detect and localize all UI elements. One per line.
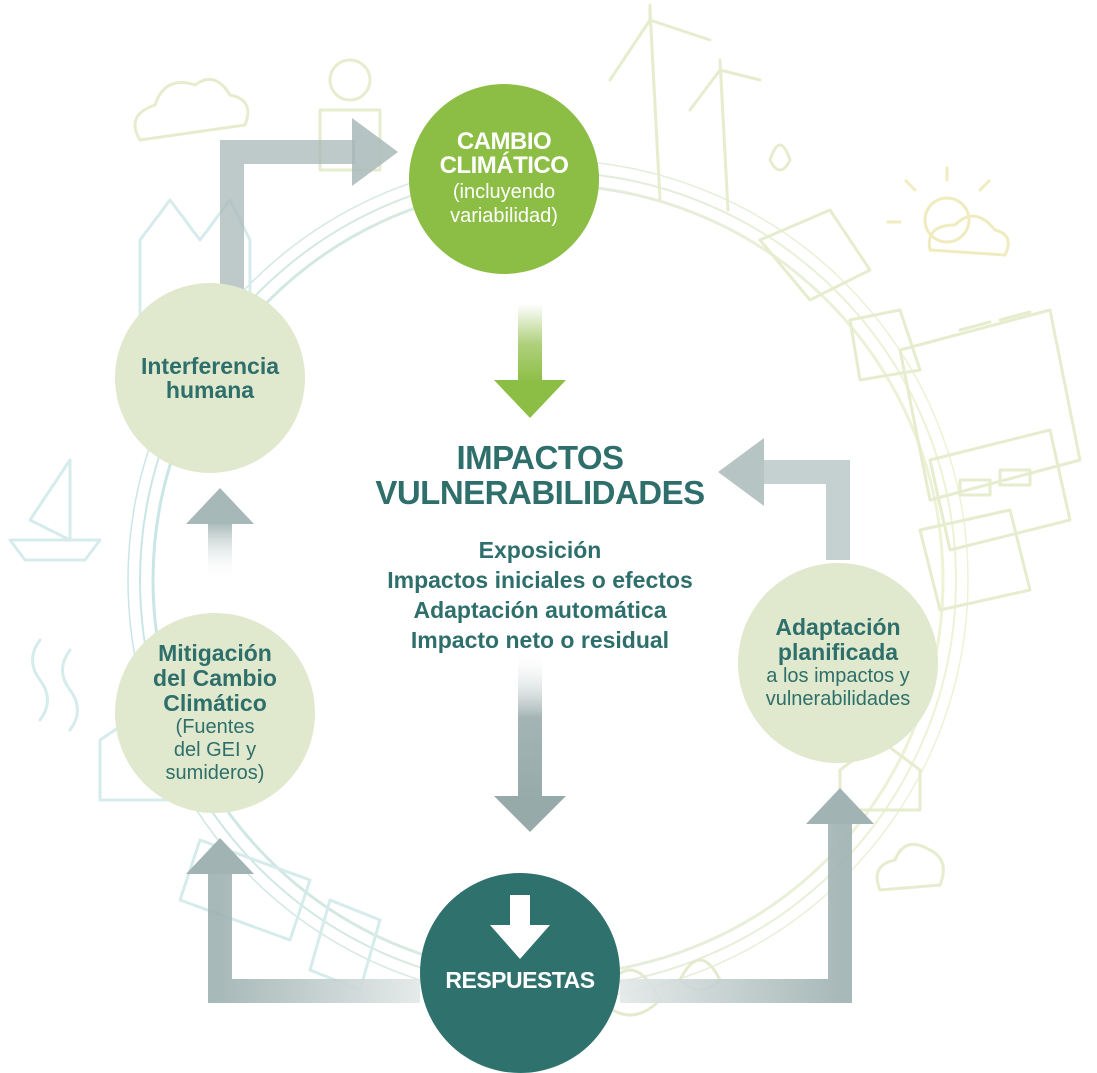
node-adaptacion-planificada: Adaptación planificada a los impactos y …: [738, 563, 938, 763]
center-list-item: Exposición: [478, 537, 602, 563]
bus-icon: [178, 838, 312, 942]
sun-icon: [886, 166, 991, 244]
wave-icon: [31, 638, 79, 732]
mitigacion-line1: Mitigación: [158, 640, 272, 666]
connector-adaptacion-to-impactos: [760, 460, 850, 560]
car-icon: [758, 208, 872, 302]
connector-interferencia-to-cambio: [220, 140, 355, 290]
mitigacion-line3: Climático: [163, 690, 267, 716]
cambio-subtitle-line2: variabilidad): [450, 205, 558, 227]
arrow-head-down-icon: [494, 380, 566, 418]
building-icon: [308, 898, 382, 992]
center-list-item: Impacto neto o residual: [410, 627, 670, 653]
center-list-item: Impactos iniciales o efectos: [387, 567, 693, 593]
building-icon: [898, 308, 1082, 502]
arrow-down-icon: [490, 895, 550, 959]
center-impactos-vulnerabilidades: IMPACTOS VULNERABILIDADES Exposición Imp…: [300, 440, 780, 655]
arrow-head-down-icon: [494, 796, 566, 832]
cloud-icon: [927, 214, 1010, 257]
wind-turbine-icon: [688, 58, 762, 212]
adaptacion-line1: Adaptación: [775, 614, 901, 640]
connector-mitigacion-to-interferencia: [208, 520, 232, 580]
sailboat-icon: [8, 458, 102, 562]
adaptacion-sub-line1: a los impactos y: [766, 665, 910, 687]
leaf-icon: [768, 143, 792, 172]
center-list-item: Adaptación automática: [413, 597, 667, 623]
mitigacion-sub-line1: (Fuentes: [175, 716, 255, 738]
connector-respuestas-to-mitigacion: [208, 870, 420, 1003]
building-icon: [928, 428, 1072, 552]
cloud-icon: [875, 842, 945, 892]
arrow-head-up-icon: [186, 838, 254, 874]
node-interferencia-humana: Interferencia humana: [115, 283, 305, 473]
center-title-line2: VULNERABILIDADES: [375, 474, 705, 511]
cambio-subtitle-line1: (incluyendo: [452, 181, 556, 203]
mitigacion-line2: del Cambio: [153, 665, 277, 691]
node-respuestas: RESPUESTAS: [420, 873, 620, 1073]
cloud-icon: [133, 77, 250, 142]
connector-cambio-to-impactos: [518, 304, 542, 384]
arrow-head-left-icon: [718, 438, 764, 506]
node-cambio-climatico: CAMBIO CLIMÁTICO (incluyendo variabilida…: [409, 84, 599, 274]
arrow-head-up-icon: [806, 788, 874, 824]
respuestas-label: RESPUESTAS: [445, 967, 595, 993]
mitigacion-sub-line2: del GEI y: [173, 739, 257, 761]
building-icon: [918, 508, 1032, 612]
mitigacion-sub-line3: sumideros): [165, 762, 265, 784]
node-mitigacion: Mitigación del Cambio Climático (Fuentes…: [115, 613, 315, 813]
arrow-head-right-icon: [352, 118, 398, 186]
connector-respuestas-to-adaptacion: [620, 820, 852, 1003]
adaptacion-sub-line2: vulnerabilidades: [765, 688, 911, 710]
connector-impactos-to-respuestas: [518, 650, 542, 800]
connectors: [186, 118, 874, 1003]
center-title-line1: IMPACTOS: [456, 439, 624, 476]
cart-icon: [848, 308, 922, 382]
interferencia-line1: Interferencia: [140, 353, 280, 379]
cambio-title-line2: CLIMÁTICO: [439, 152, 569, 179]
arrow-head-up-icon: [186, 488, 254, 524]
center-list: Exposición Impactos iniciales o efectos …: [300, 535, 780, 655]
wind-turbine-icon: [608, 3, 712, 202]
adaptacion-line2: planificada: [777, 639, 899, 665]
interferencia-line2: humana: [165, 377, 255, 403]
cambio-title-line1: CAMBIO: [456, 128, 552, 155]
